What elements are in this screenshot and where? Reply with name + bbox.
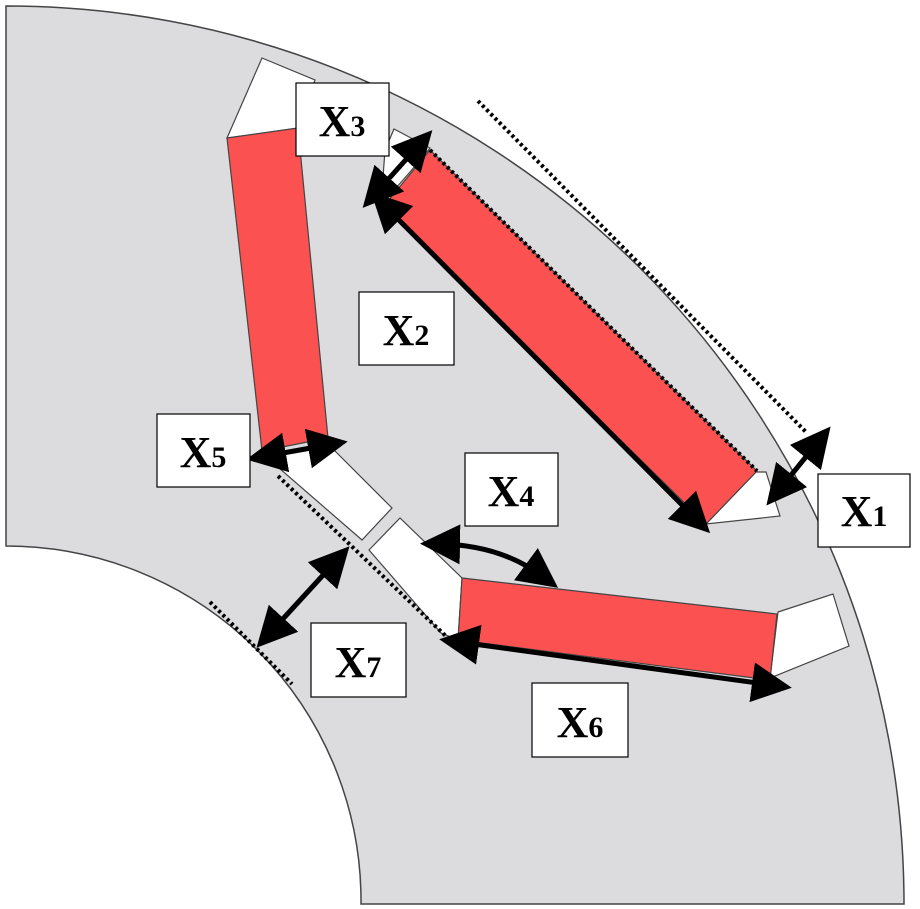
dimension-arrow-x3 (362, 130, 433, 208)
dimension-arrow-x5 (246, 428, 348, 473)
rotor-core (5, 5, 905, 905)
label-x7: X7 (310, 622, 407, 698)
label-x5: X5 (156, 413, 251, 488)
svg-text:X6: X6 (557, 698, 604, 747)
dimension-arrow-x6 (439, 624, 792, 703)
dimension-arrow-x2 (370, 191, 711, 534)
svg-text:X4: X4 (488, 467, 535, 516)
dotted-line-inner-arc (208, 600, 294, 686)
label-x1: X1 (817, 473, 911, 548)
svg-text:X3: X3 (319, 97, 366, 146)
svg-text:X2: X2 (383, 306, 430, 355)
dimension-arrow-x7 (256, 546, 350, 648)
label-x3: X3 (295, 82, 390, 157)
svg-text:X5: X5 (180, 428, 227, 477)
svg-text:X7: X7 (335, 638, 382, 687)
svg-text:X1: X1 (841, 487, 888, 536)
label-x4: X4 (464, 452, 559, 527)
label-x6: X6 (531, 682, 629, 758)
label-x2: X2 (358, 291, 455, 366)
dotted-line-barrier-edge (276, 474, 453, 643)
dimension-arrow-x4 (420, 524, 559, 588)
dimension-arrow-x1 (766, 426, 831, 506)
